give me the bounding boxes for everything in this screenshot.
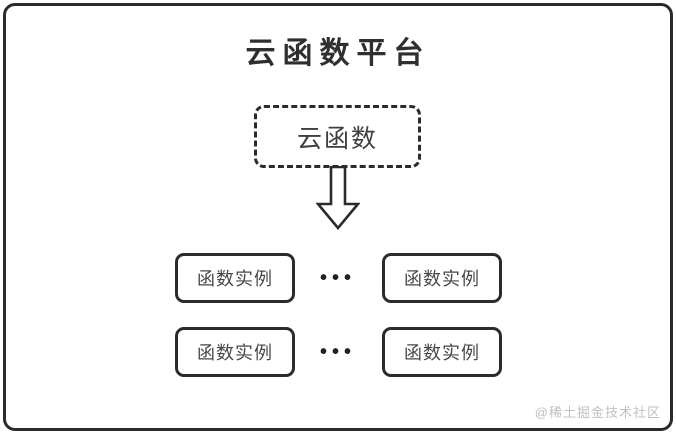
function-instance-node: 函数实例 [382, 253, 502, 303]
function-instance-node: 函数实例 [175, 253, 295, 303]
ellipsis: ••• [319, 267, 356, 289]
diagram-title: 云函数平台 [245, 37, 431, 70]
function-instance-label: 函数实例 [197, 269, 273, 289]
function-instance-node: 函数实例 [382, 327, 502, 377]
function-instance-label: 函数实例 [404, 269, 480, 289]
ellipsis: ••• [319, 341, 356, 363]
cloud-function-label: 云函数 [296, 124, 378, 153]
down-arrow-icon [316, 166, 360, 230]
cloud-function-node: 云函数 [254, 105, 421, 168]
function-instance-node: 函数实例 [175, 327, 295, 377]
function-instance-label: 函数实例 [197, 343, 273, 363]
watermark: @稀土掘金技术社区 [534, 405, 661, 420]
function-instance-label: 函数实例 [404, 343, 480, 363]
